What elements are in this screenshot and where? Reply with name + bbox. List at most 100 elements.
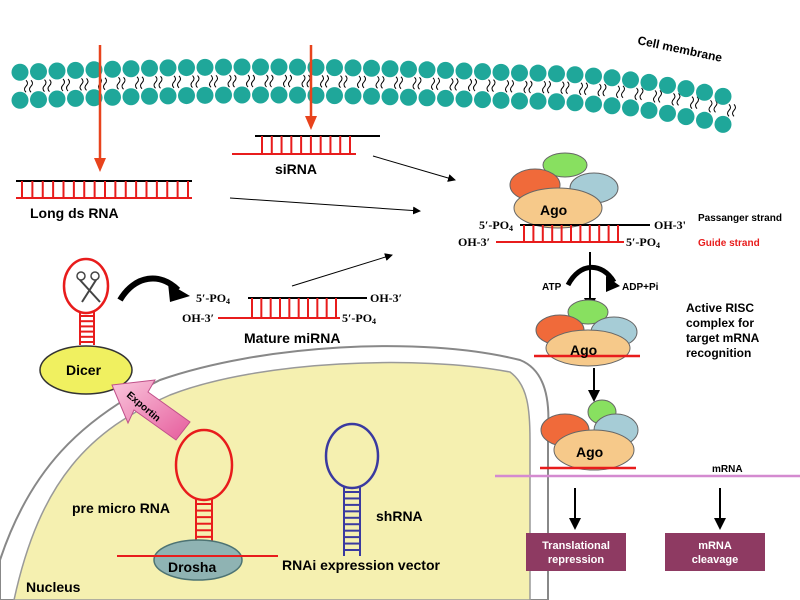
lipid-tail <box>172 75 181 89</box>
nucleus-outer-membrane <box>0 345 550 600</box>
lipid-tail <box>24 79 33 93</box>
lipid-head-inner <box>233 86 251 104</box>
lipid-head-inner <box>289 86 306 104</box>
lipid-head-outer <box>511 64 528 82</box>
lipid-tail <box>209 74 218 88</box>
guide-5p-label: 5′-PO4 <box>626 235 660 250</box>
loaded-duplex <box>496 224 650 243</box>
long-ds-rna-label: Long ds RNA <box>30 205 119 221</box>
translational-repression-box: Translational repression <box>526 533 626 571</box>
ago-complex-loading: Ago <box>509 152 619 229</box>
lipid-head-inner <box>640 101 658 119</box>
lipid-tail <box>449 78 459 91</box>
translational-label-2: repression <box>548 554 605 566</box>
active-risc-label-1: Active RISC <box>686 301 754 315</box>
lipid-head-outer <box>252 58 269 76</box>
lipid-tail <box>468 78 477 92</box>
exportin-arrow: Exportin <box>111 379 191 441</box>
entry-arrow-right <box>305 45 317 130</box>
cleavage-label-2: cleavage <box>692 554 738 566</box>
lipid-tail <box>523 80 533 94</box>
long-ds-rna <box>16 180 192 199</box>
shrna <box>324 422 380 556</box>
dicer-to-mirna-arrow <box>117 275 181 302</box>
mrna-label: mRNA <box>712 464 743 475</box>
guide-oh3-label: OH-3′ <box>458 235 490 249</box>
lipid-head-outer <box>178 59 195 77</box>
lipid-head-inner <box>381 88 399 106</box>
lipid-tail <box>42 79 52 92</box>
active-risc-label-4: recognition <box>686 346 751 360</box>
dicer-enzyme <box>39 345 133 395</box>
lipid-head-outer <box>418 61 436 79</box>
lipid-head-inner <box>48 90 66 108</box>
lipid-tail <box>542 80 551 94</box>
lipid-head-inner <box>696 111 713 129</box>
lipid-tail <box>394 76 403 90</box>
lipid-tail <box>708 99 718 113</box>
lipid-head-outer <box>85 61 103 79</box>
mirna-5p-label: 5′-PO4 <box>196 291 230 306</box>
lipid-head-inner <box>104 88 121 106</box>
lipid-head-inner <box>548 93 565 111</box>
lipid-tail <box>616 85 625 99</box>
ago-complex-target: Ago <box>540 399 639 471</box>
lipid-tail <box>486 79 496 93</box>
lipid-tail <box>338 75 348 88</box>
atp-label: ATP <box>542 282 562 293</box>
lipid-head-inner <box>178 87 195 105</box>
lipid-tail <box>264 74 274 88</box>
lipid-head-outer <box>474 63 491 81</box>
lipid-tail <box>653 90 662 103</box>
lipid-head-inner <box>252 86 269 104</box>
lipid-head-inner <box>270 86 288 104</box>
lipid-head-inner <box>492 91 510 109</box>
lipid-head-inner <box>714 115 732 133</box>
lipid-tail <box>727 104 736 117</box>
lipid-head-outer <box>529 64 547 82</box>
sirna-label: siRNA <box>275 161 317 177</box>
lipid-head-inner <box>474 91 491 109</box>
ago-label-3: Ago <box>576 444 603 460</box>
lipid-head-inner <box>85 89 103 107</box>
passenger-oh3-label: OH-3' <box>654 218 686 232</box>
atp-curve-arrow <box>565 264 617 287</box>
lipid-head-outer <box>48 62 66 80</box>
lipid-head-outer <box>455 62 473 80</box>
translational-label-1: Translational <box>542 540 610 552</box>
lipid-head-inner <box>566 94 584 112</box>
lipid-tail <box>320 74 329 88</box>
entry-arrow-left <box>94 45 106 172</box>
lipid-tail <box>153 75 163 89</box>
lipid-head-inner <box>196 86 214 104</box>
dicer-label: Dicer <box>66 362 102 378</box>
lipid-head-inner <box>11 91 29 109</box>
arrow-longdsrna-to-ago <box>229 197 421 215</box>
mirna-oh3-bottom-label: OH-3′ <box>182 311 214 325</box>
lipid-tail <box>301 74 311 88</box>
lipid-tail <box>560 81 570 95</box>
drosha-label: Drosha <box>168 559 216 575</box>
ago-label-2: Ago <box>570 342 597 358</box>
lipid-head-inner <box>344 87 362 105</box>
lipid-tail <box>579 82 588 96</box>
lipid-head-inner <box>529 92 547 110</box>
passenger-strand-label: Passanger strand <box>698 213 782 224</box>
lipid-head-inner <box>122 88 140 106</box>
mature-mirna-label: Mature miRNA <box>244 330 340 346</box>
rnai-vector-label: RNAi expression vector <box>282 557 440 573</box>
lipid-head-inner <box>603 97 621 115</box>
lipid-head-inner <box>677 108 695 126</box>
mirna-oh3-top-label: OH-3′ <box>370 291 402 305</box>
lipid-tail <box>283 74 292 88</box>
ago-label-1: Ago <box>540 202 567 218</box>
lipid-head-outer <box>492 63 510 81</box>
lipid-head-outer <box>344 59 362 77</box>
scissors-icon <box>76 271 101 303</box>
lipid-head-outer <box>67 61 84 79</box>
lipid-tail <box>246 74 255 88</box>
lipid-head-outer <box>437 61 454 79</box>
lipid-head-inner <box>159 87 177 105</box>
